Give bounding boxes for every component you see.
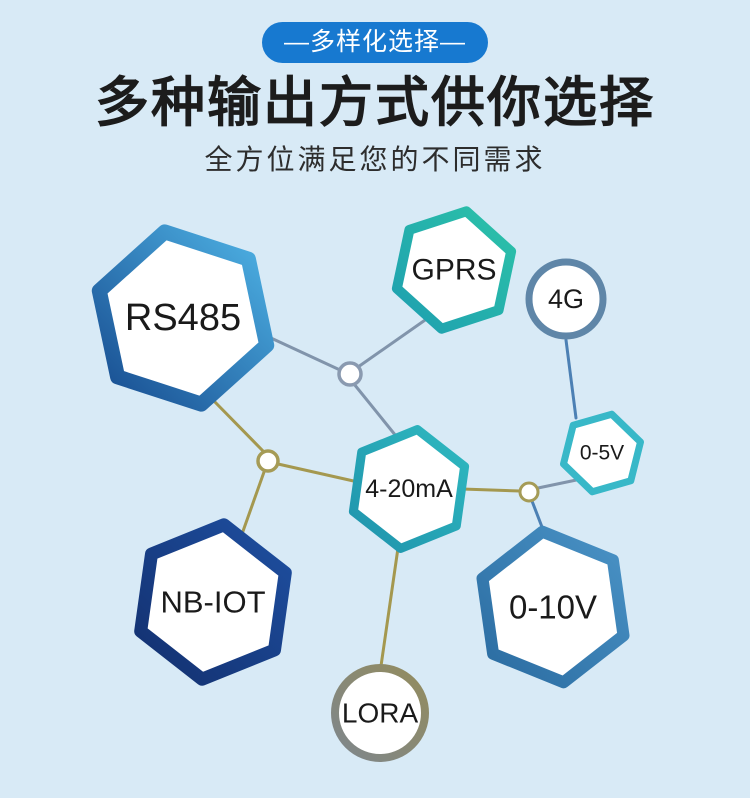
edge-gprs-j1 — [356, 316, 430, 369]
header: —多样化选择— 多种输出方式供你选择 全方位满足您的不同需求 — [0, 0, 750, 178]
node-lora-label: LORA — [342, 698, 419, 729]
node-rs485-label: RS485 — [125, 297, 241, 339]
junction-3-dot — [518, 481, 540, 503]
edge-4g-05v — [564, 338, 578, 420]
node-4-20ma-label: 4-20mA — [365, 475, 453, 503]
edge-420ma-j3 — [460, 487, 522, 493]
section-badge: —多样化选择— — [261, 22, 488, 63]
page-subtitle: 全方位满足您的不同需求 — [204, 144, 546, 176]
node-rs485-shape — [91, 224, 275, 412]
page-title: 多种输出方式供你选择 — [95, 73, 655, 133]
node-0-10v-label: 0-10V — [509, 589, 597, 626]
node-0-5v-shape — [560, 410, 644, 496]
edge-rs485-j2 — [211, 398, 266, 454]
junction-2-dot — [256, 449, 280, 473]
node-gprs-shape — [391, 206, 517, 334]
node-gprs-label: GPRS — [411, 254, 496, 287]
junction-1-dot — [337, 361, 363, 387]
node-0-10v-shape — [476, 525, 630, 689]
edge-j2-420ma — [276, 462, 360, 484]
node-nb-iot-label: NB-IOT — [160, 585, 265, 620]
node-4g-label: 4G — [548, 284, 584, 314]
edge-j1-420ma — [352, 382, 398, 438]
node-0-5v-label: 0-5V — [580, 442, 624, 465]
edge-420ma-lora — [379, 546, 400, 668]
node-4-20ma-shape — [348, 425, 470, 553]
node-nb-iot-shape — [134, 518, 292, 686]
node-lora-shape — [331, 664, 429, 762]
edge-j2-nbiot — [240, 470, 266, 536]
node-4g-shape — [525, 258, 607, 340]
